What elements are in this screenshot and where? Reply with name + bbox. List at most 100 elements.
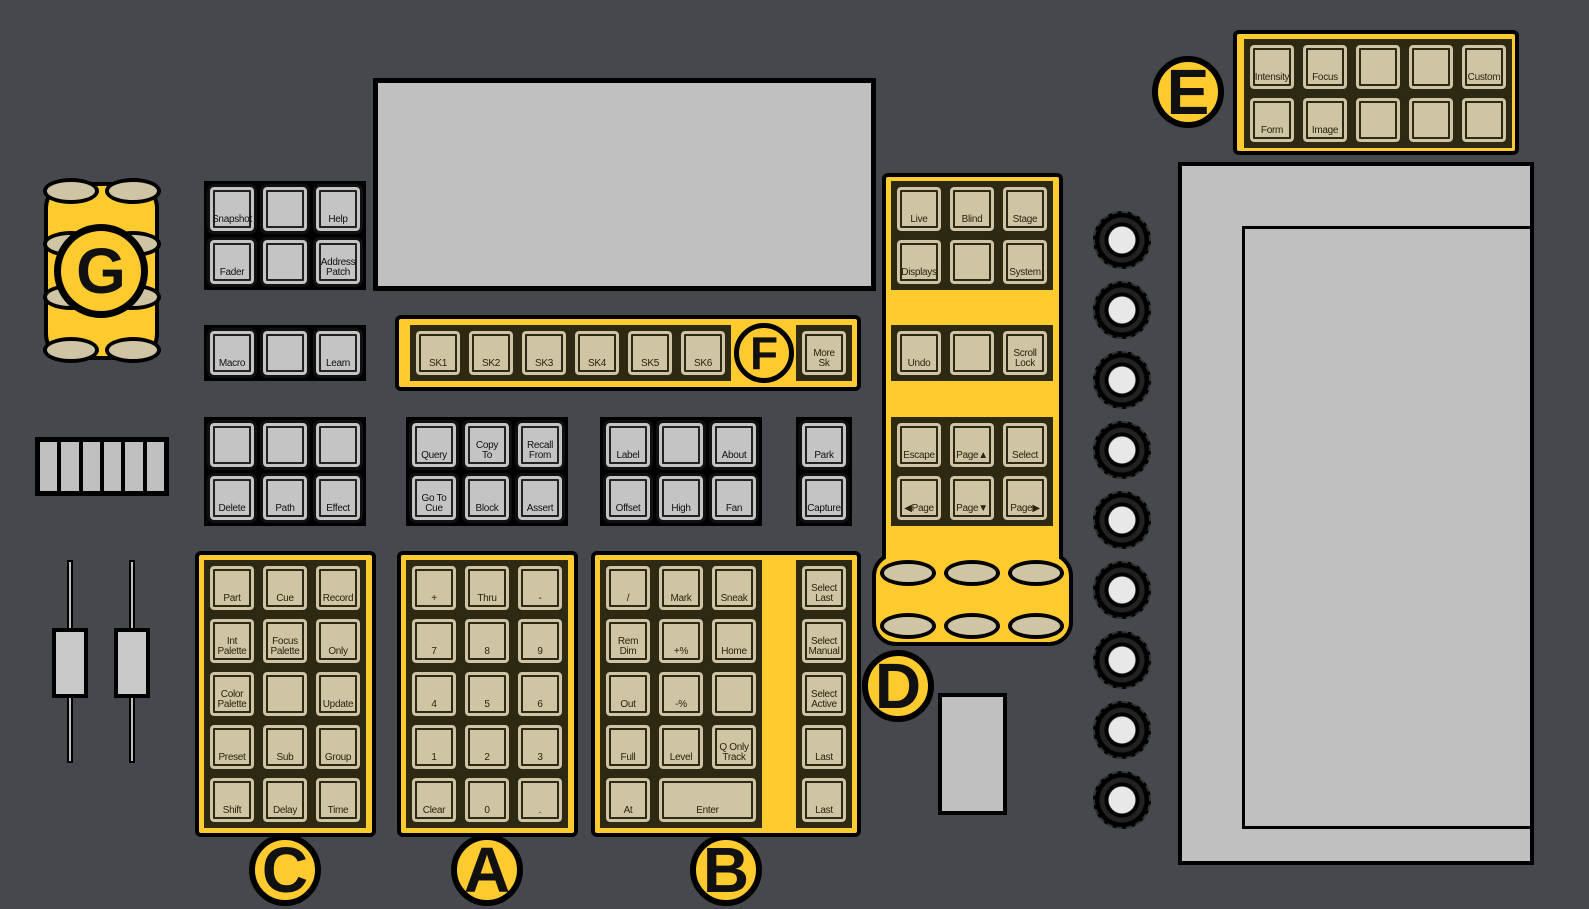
key-nav-3[interactable]: ◀Page <box>894 473 944 523</box>
rotary-knob-3[interactable] <box>1093 351 1151 409</box>
key-keypad-6[interactable]: 4 <box>409 669 459 719</box>
key-browser-4[interactable] <box>260 237 310 287</box>
key-displays-0[interactable]: Live <box>894 184 944 234</box>
key-displays-3[interactable]: Displays <box>894 237 944 287</box>
key-record-5[interactable]: Only <box>313 616 363 666</box>
key-params-9[interactable] <box>1459 95 1509 145</box>
key-level-3[interactable]: Rem Dim <box>603 616 653 666</box>
key-params-7[interactable] <box>1353 95 1403 145</box>
key-displays-2[interactable]: Stage <box>1000 184 1050 234</box>
rotary-knob-2[interactable] <box>1093 281 1151 339</box>
key-select-0[interactable]: Select Last <box>799 563 849 613</box>
key-nav-4[interactable]: Page▼ <box>947 473 997 523</box>
touchscreen[interactable] <box>1178 162 1534 865</box>
key-undo-0[interactable]: Undo <box>894 328 944 378</box>
rotary-knob-7[interactable] <box>1093 631 1151 689</box>
key-edit-4[interactable]: Path <box>260 473 310 523</box>
encoder-wheel-g-0-0[interactable] <box>43 178 99 204</box>
key-level-1[interactable]: Mark <box>656 563 706 613</box>
key-keypad-9[interactable]: 1 <box>409 722 459 772</box>
key-softkey-5[interactable]: SK5 <box>625 328 675 378</box>
key-browser-1[interactable] <box>260 184 310 234</box>
key-record-13[interactable]: Delay <box>260 775 310 825</box>
key-query-1[interactable]: Copy To <box>462 420 512 470</box>
encoder-wheel-g-3-1[interactable] <box>105 337 161 363</box>
key-park-0[interactable]: Park <box>799 420 849 470</box>
rotary-knob-8[interactable] <box>1093 701 1151 759</box>
fader-handle-1[interactable] <box>52 628 88 698</box>
key-keypad-0[interactable]: + <box>409 563 459 613</box>
key-query-5[interactable]: Assert <box>515 473 565 523</box>
key-record-14[interactable]: Time <box>313 775 363 825</box>
key-record-0[interactable]: Part <box>207 563 257 613</box>
key-level-13[interactable]: Enter <box>656 775 759 825</box>
key-softkey-4[interactable]: SK4 <box>572 328 622 378</box>
key-edit-3[interactable]: Delete <box>207 473 257 523</box>
key-level-11[interactable]: Q Only Track <box>709 722 759 772</box>
key-select-1[interactable]: Select Manual <box>799 616 849 666</box>
key-browser-5[interactable]: Address Patch <box>313 237 363 287</box>
key-params-6[interactable]: Image <box>1300 95 1350 145</box>
encoder-wheel-d-1-2[interactable] <box>1008 613 1064 639</box>
key-level-2[interactable]: Sneak <box>709 563 759 613</box>
key-label-5[interactable]: Fan <box>709 473 759 523</box>
key-keypad-8[interactable]: 6 <box>515 669 565 719</box>
key-record-4[interactable]: Focus Palette <box>260 616 310 666</box>
rotary-knob-1[interactable] <box>1093 211 1151 269</box>
key-softkey-1[interactable]: SK1 <box>413 328 463 378</box>
key-keypad-14[interactable]: . <box>515 775 565 825</box>
encoder-wheel-d-1-1[interactable] <box>944 613 1000 639</box>
encoder-wheel-g-0-1[interactable] <box>105 178 161 204</box>
key-browser-0[interactable]: Snapshot <box>207 184 257 234</box>
key-record-2[interactable]: Record <box>313 563 363 613</box>
key-params-8[interactable] <box>1406 95 1456 145</box>
key-keypad-1[interactable]: Thru <box>462 563 512 613</box>
key-keypad-7[interactable]: 5 <box>462 669 512 719</box>
encoder-wheel-d-0-0[interactable] <box>880 560 936 586</box>
key-params-0[interactable]: Intensity <box>1247 42 1297 92</box>
fader-handle-2[interactable] <box>114 628 150 698</box>
key-edit-1[interactable] <box>260 420 310 470</box>
key-params-2[interactable] <box>1353 42 1403 92</box>
key-keypad-3[interactable]: 7 <box>409 616 459 666</box>
key-undo-1[interactable] <box>947 328 997 378</box>
key-record-8[interactable]: Update <box>313 669 363 719</box>
rotary-knob-9[interactable] <box>1093 771 1151 829</box>
key-edit-0[interactable] <box>207 420 257 470</box>
rotary-knob-4[interactable] <box>1093 421 1151 479</box>
key-label-2[interactable]: About <box>709 420 759 470</box>
key-edit-5[interactable]: Effect <box>313 473 363 523</box>
key-keypad-12[interactable]: Clear <box>409 775 459 825</box>
key-label-0[interactable]: Label <box>603 420 653 470</box>
key-label-4[interactable]: High <box>656 473 706 523</box>
key-select-3[interactable]: Last <box>799 722 849 772</box>
key-query-0[interactable]: Query <box>409 420 459 470</box>
key-nav-0[interactable]: Escape <box>894 420 944 470</box>
rotary-knob-6[interactable] <box>1093 561 1151 619</box>
encoder-wheel-g-3-0[interactable] <box>43 337 99 363</box>
key-keypad-4[interactable]: 8 <box>462 616 512 666</box>
key-browser-2[interactable]: Help <box>313 184 363 234</box>
key-keypad-10[interactable]: 2 <box>462 722 512 772</box>
key-macro-2[interactable]: Learn <box>313 328 363 378</box>
key-record-7[interactable] <box>260 669 310 719</box>
key-more-softkeys[interactable]: More Sk <box>799 328 849 378</box>
key-query-2[interactable]: Recall From <box>515 420 565 470</box>
encoder-wheel-d-0-2[interactable] <box>1008 560 1064 586</box>
key-level-6[interactable]: Out <box>603 669 653 719</box>
encoder-wheel-d-0-1[interactable] <box>944 560 1000 586</box>
key-nav-5[interactable]: Page▶ <box>1000 473 1050 523</box>
key-nav-1[interactable]: Page▲ <box>947 420 997 470</box>
key-params-4[interactable]: Custom <box>1459 42 1509 92</box>
key-undo-2[interactable]: Scroll Lock <box>1000 328 1050 378</box>
key-nav-2[interactable]: Select <box>1000 420 1050 470</box>
key-record-3[interactable]: Int Palette <box>207 616 257 666</box>
key-displays-5[interactable]: System <box>1000 237 1050 287</box>
key-level-8[interactable] <box>709 669 759 719</box>
key-level-9[interactable]: Full <box>603 722 653 772</box>
encoder-wheel-d-1-0[interactable] <box>880 613 936 639</box>
master-fader[interactable] <box>938 693 1007 815</box>
key-params-1[interactable]: Focus <box>1300 42 1350 92</box>
key-select-2[interactable]: Select Active <box>799 669 849 719</box>
key-edit-2[interactable] <box>313 420 363 470</box>
